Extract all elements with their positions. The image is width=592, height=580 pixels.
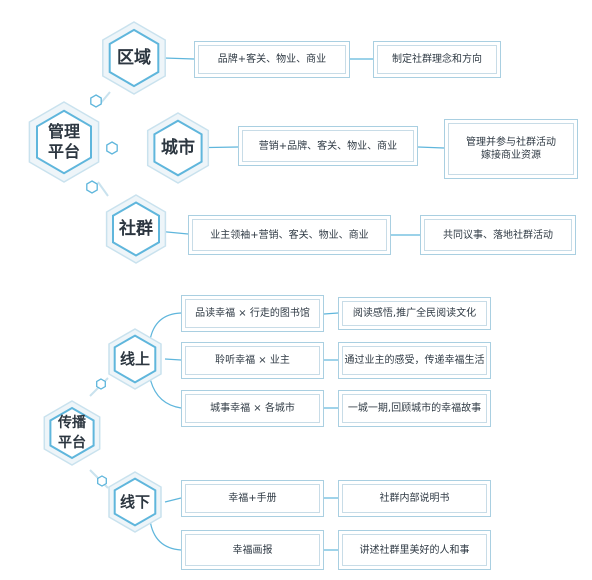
connector-online-item1 bbox=[149, 312, 182, 341]
hub-communication-hex-inner bbox=[49, 406, 95, 460]
region-result-box: 制定社群理念和方向 bbox=[373, 41, 501, 78]
online-item-3-box: 城事幸福 × 各城市 bbox=[181, 390, 324, 427]
hub-communication-platform: 传播 平台 bbox=[44, 411, 100, 455]
connector-hub-community bbox=[97, 181, 109, 197]
online-item-1-box: 品读幸福 × 行走的图书馆 bbox=[181, 295, 324, 332]
small-hex-online bbox=[96, 378, 106, 390]
online-result-2-box: 通过业主的感受，传递幸福生活 bbox=[338, 342, 491, 379]
hub-management-hex bbox=[28, 101, 100, 183]
small-hex-region bbox=[90, 94, 102, 108]
region-hex-inner bbox=[108, 28, 160, 88]
connector-online-item2 bbox=[164, 358, 182, 361]
online-result-3-text: 一城一期,回顾城市的幸福故事 bbox=[347, 403, 482, 414]
hub-line2: 平台 bbox=[47, 142, 80, 161]
city-result-line2: 嫁接商业资源 bbox=[481, 150, 541, 161]
online-item-3-text: 城事幸福 × 各城市 bbox=[210, 403, 295, 414]
connector-offline-item1 bbox=[164, 497, 182, 503]
branch-city: 城市 bbox=[161, 138, 195, 158]
city-hex-inner bbox=[153, 119, 203, 177]
hub-line1: 管理 bbox=[47, 122, 80, 141]
small-hex-community bbox=[86, 180, 98, 194]
offline-hex-inner bbox=[113, 477, 157, 527]
community-hex bbox=[105, 194, 167, 264]
region-members-text: 品牌+客关、物业、商业 bbox=[217, 54, 327, 65]
hub2-line2: 平台 bbox=[58, 435, 86, 451]
hub2-line1: 传播 bbox=[58, 415, 86, 431]
hexagon-nodes bbox=[28, 21, 210, 533]
branch-region: 区域 bbox=[117, 48, 151, 68]
offline-result-2-box: 讲述社群里美好的人和事 bbox=[338, 530, 491, 570]
offline-item-1-text: 幸福+手册 bbox=[228, 493, 277, 504]
small-hex-city bbox=[106, 141, 118, 155]
offline-result-2-text: 讲述社群里美好的人和事 bbox=[359, 544, 470, 556]
community-members-text: 业主领袖+营销、客关、物业、商业 bbox=[210, 229, 369, 241]
hub-management-hex-inner bbox=[36, 109, 92, 175]
small-hex-offline bbox=[97, 475, 107, 487]
connector-online-result1 bbox=[323, 312, 339, 315]
city-members-text: 营销+品牌、客关、物业、商业 bbox=[258, 140, 398, 152]
branch-offline: 线下 bbox=[119, 493, 150, 511]
connector-offline-item2 bbox=[149, 519, 182, 551]
branch-online: 线上 bbox=[119, 350, 150, 368]
offline-item-1-box: 幸福+手册 bbox=[181, 480, 324, 517]
community-result-box: 共同议事、落地社群活动 bbox=[420, 215, 576, 255]
region-members-box: 品牌+客关、物业、商业 bbox=[194, 41, 350, 78]
connector-online-item3 bbox=[149, 377, 182, 409]
city-members-box: 营销+品牌、客关、物业、商业 bbox=[238, 126, 418, 166]
online-item-2-text: 聆听幸福 × 业主 bbox=[215, 355, 290, 366]
online-result-3-box: 一城一期,回顾城市的幸福故事 bbox=[338, 390, 491, 427]
city-result-box: 管理并参与社群活动 嫁接商业资源 bbox=[444, 119, 578, 179]
community-result-text: 共同议事、落地社群活动 bbox=[443, 229, 553, 241]
hub-management-platform: 管理 平台 bbox=[36, 118, 92, 166]
online-result-1-text: 阅读感悟,推广全民阅读文化 bbox=[352, 308, 477, 319]
city-result-text: 管理并参与社群活动 嫁接商业资源 bbox=[466, 136, 556, 162]
region-result-text: 制定社群理念和方向 bbox=[392, 54, 482, 65]
offline-hex bbox=[108, 471, 162, 533]
offline-result-1-box: 社群内部说明书 bbox=[338, 480, 491, 517]
offline-item-2-text: 幸福画报 bbox=[232, 544, 273, 556]
community-members-box: 业主领袖+营销、客关、物业、商业 bbox=[188, 215, 391, 255]
online-item-2-box: 聆听幸福 × 业主 bbox=[181, 342, 324, 379]
connector-city-result bbox=[417, 146, 445, 149]
city-hex bbox=[146, 112, 210, 184]
offline-item-2-box: 幸福画报 bbox=[181, 530, 324, 570]
community-hex-inner bbox=[112, 201, 160, 257]
online-hex-inner bbox=[113, 334, 157, 384]
region-hex bbox=[102, 21, 166, 95]
offline-result-1-text: 社群内部说明书 bbox=[379, 493, 450, 504]
online-result-2-text: 通过业主的感受，传递幸福生活 bbox=[344, 355, 485, 366]
branch-community: 社群 bbox=[119, 219, 153, 239]
online-item-1-text: 品读幸福 × 行走的图书馆 bbox=[195, 308, 310, 319]
city-result-line1: 管理并参与社群活动 bbox=[466, 137, 556, 148]
online-hex bbox=[108, 328, 162, 390]
hub-communication-hex bbox=[43, 400, 101, 466]
online-result-1-box: 阅读感悟,推广全民阅读文化 bbox=[338, 297, 491, 330]
